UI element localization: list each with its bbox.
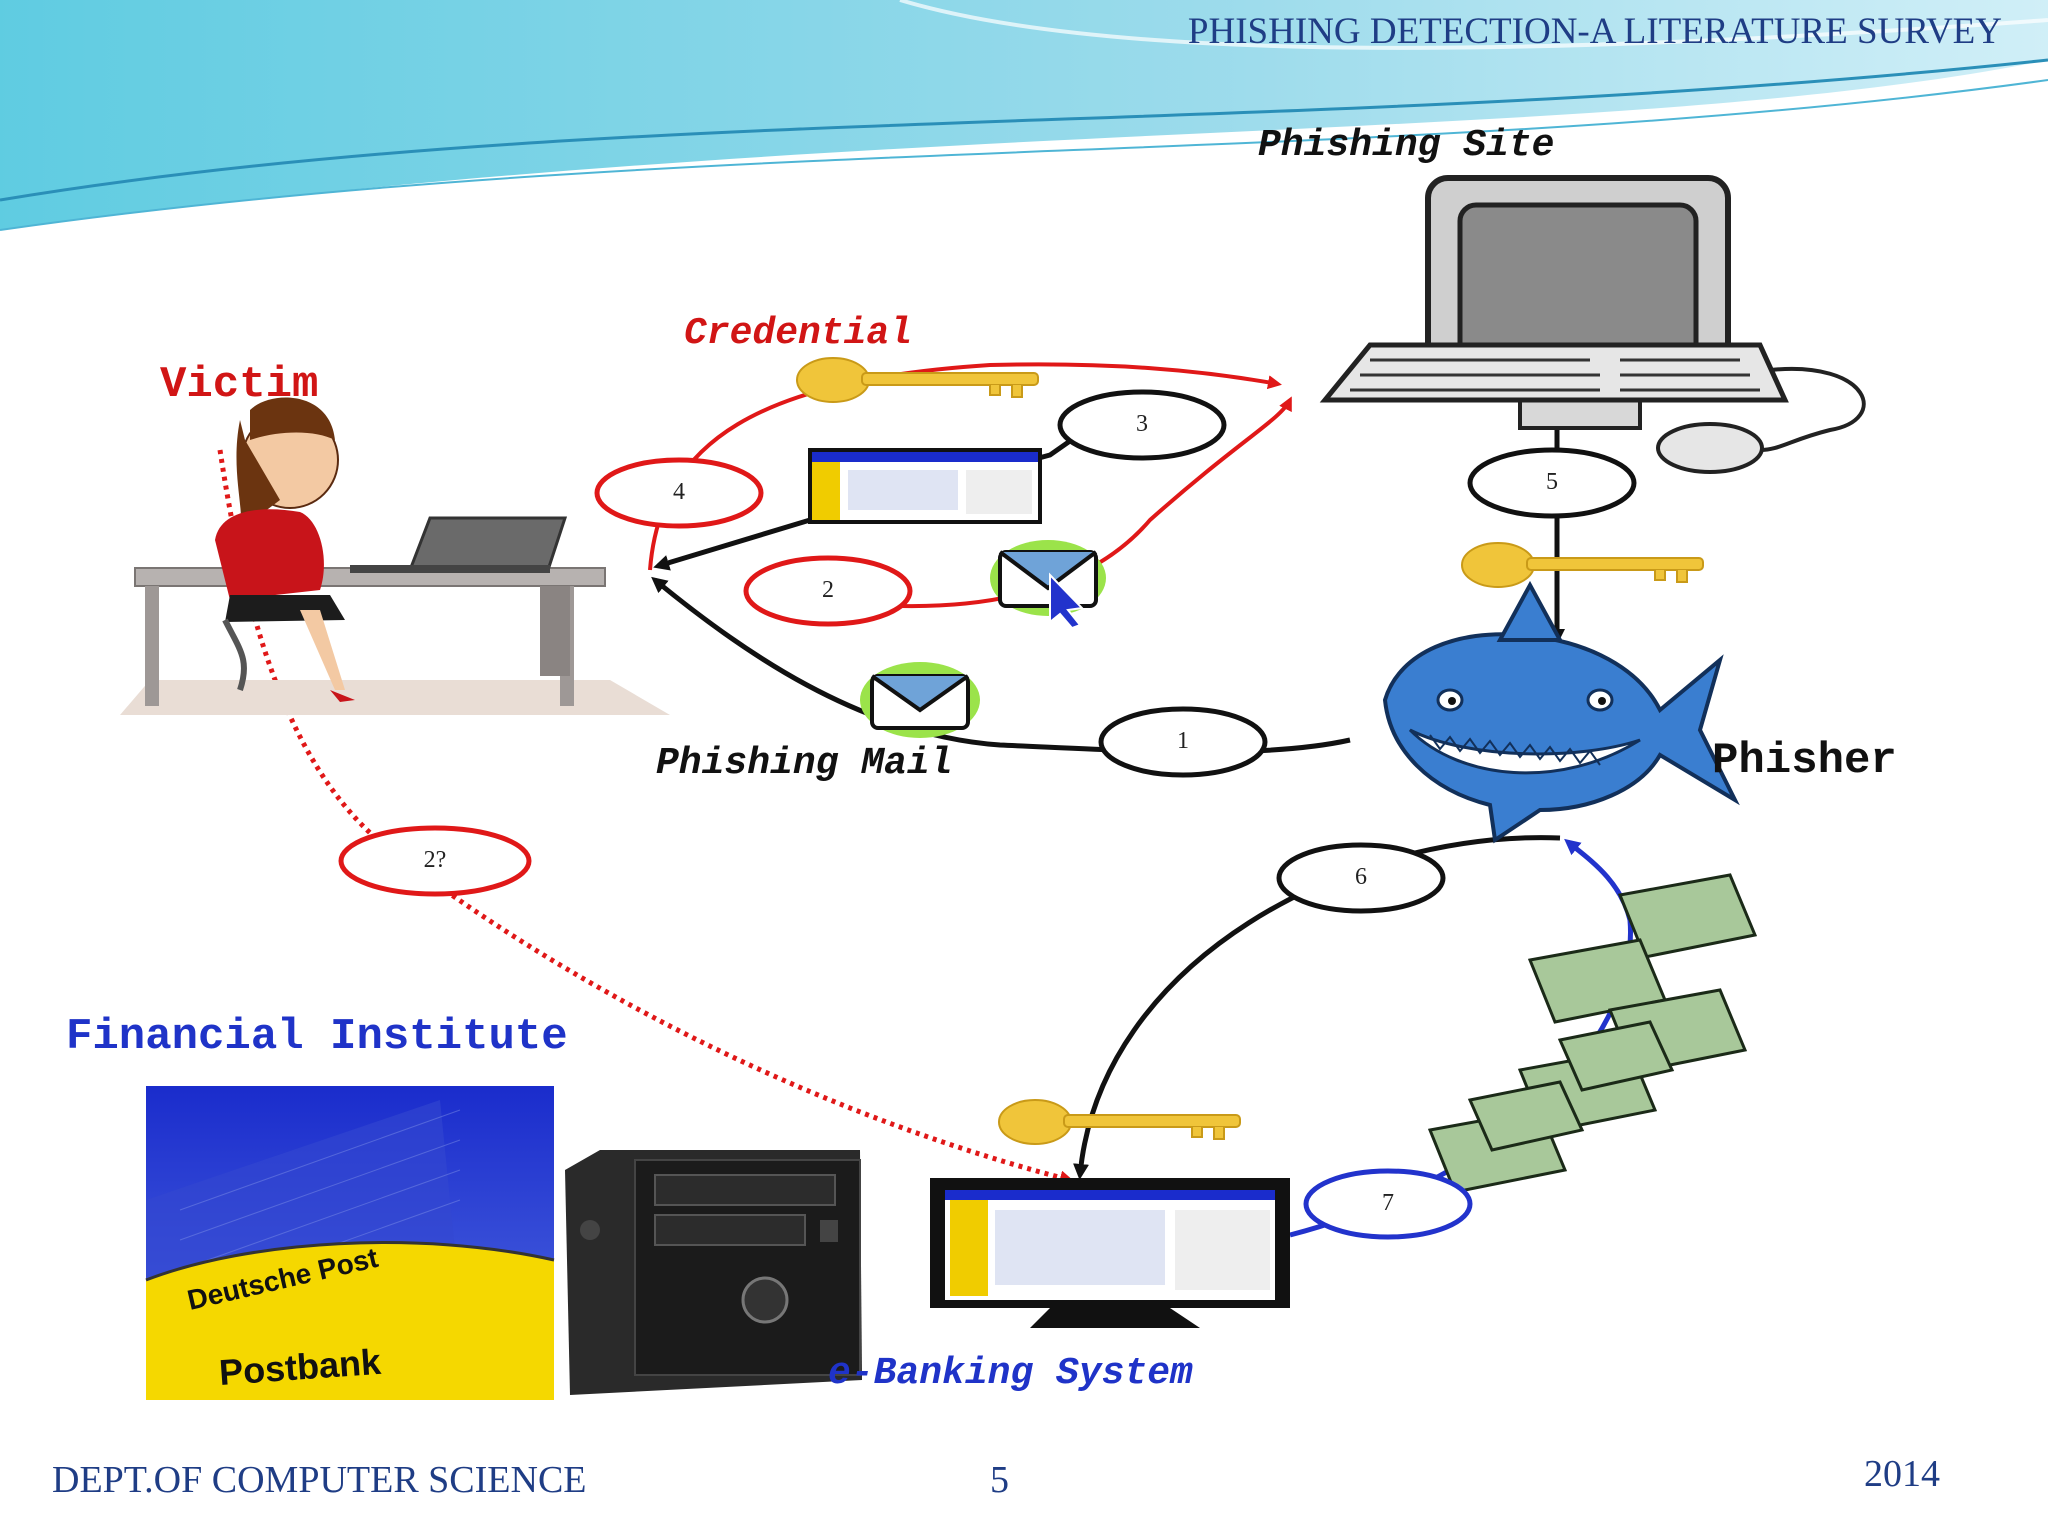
step-number-1: 1 (1143, 728, 1223, 755)
label-phishing-site: Phishing Site (1258, 124, 1554, 167)
footer-department: DEPT.OF COMPUTER SCIENCE (52, 1458, 587, 1502)
step-number-2q: 2? (395, 847, 475, 874)
step-number-2: 2 (788, 577, 868, 604)
fake-site-thumbnail (810, 450, 1040, 522)
label-phishing-mail: Phishing Mail (656, 742, 952, 785)
phishing-site-computer-icon (1325, 178, 1864, 472)
phisher-shark-icon (1385, 585, 1735, 840)
footer-page-number: 5 (990, 1458, 1009, 1502)
money-stack-icon (1430, 875, 1755, 1192)
step-number-6: 6 (1321, 864, 1401, 891)
label-financial-institute: Financial Institute (66, 1012, 568, 1062)
label-phisher: Phisher (1712, 736, 1897, 786)
step-number-3: 3 (1102, 411, 1182, 438)
ebanking-monitor-icon (930, 1178, 1290, 1328)
step-number-7: 7 (1348, 1190, 1428, 1217)
label-victim: Victim (160, 360, 318, 410)
footer-year: 2014 (1864, 1452, 1940, 1496)
envelope-icon-step1 (860, 662, 980, 738)
step-number-4: 4 (639, 479, 719, 506)
envelope-icon-step2 (990, 540, 1106, 628)
step-number-5: 5 (1512, 469, 1592, 496)
label-ebanking-system: e-Banking System (828, 1352, 1193, 1395)
server-tower-icon (565, 1150, 862, 1395)
key-icon-step5 (1462, 543, 1703, 587)
key-icon-step6 (999, 1100, 1240, 1144)
victim-illustration (120, 398, 670, 715)
label-credential: Credential (684, 312, 912, 355)
slide-title: PHISHING DETECTION-A LITERATURE SURVEY (1188, 10, 2002, 53)
step2q-dotted-line (220, 450, 1070, 1180)
